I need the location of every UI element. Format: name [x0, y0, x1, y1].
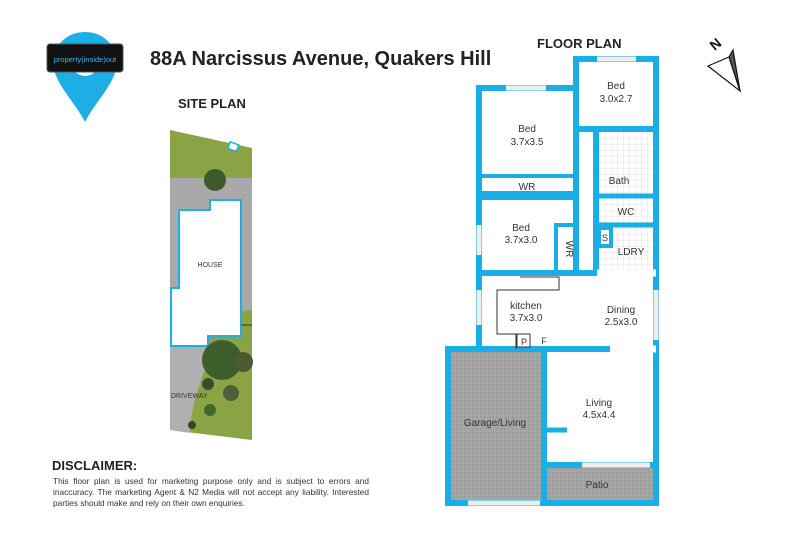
site-plan-title: SITE PLAN — [178, 96, 246, 111]
driveway-label: DRIVEWAY — [171, 393, 208, 400]
site-plan: HOUSE DRIVEWAY — [170, 130, 253, 440]
floor-plan-title: FLOOR PLAN — [537, 36, 622, 51]
room-bed-3-size: 3.0x2.7 — [600, 94, 633, 105]
page-title: 88A Narcissus Avenue, Quakers Hill — [150, 48, 492, 70]
room-bed-2-name: Bed — [512, 223, 530, 234]
brand-logo: property(inside)out — [46, 32, 124, 122]
room-dining-size: 2.5x3.0 — [605, 317, 638, 328]
room-kitchen-name: kitchen — [510, 301, 542, 312]
room-wr-2: WR — [563, 241, 574, 258]
room-garage: Garage/Living — [464, 418, 526, 429]
room-bed-1-size: 3.7x3.5 — [511, 137, 544, 148]
room-bed-2-size: 3.7x3.0 — [505, 235, 538, 246]
room-wr-1: WR — [519, 182, 536, 193]
compass-north-icon: N — [706, 35, 742, 93]
room-storage: S — [602, 233, 608, 243]
room-bath: Bath — [609, 176, 630, 187]
tree-icon — [202, 340, 242, 380]
room-pantry: P — [521, 337, 527, 347]
room-living-size: 4.5x4.4 — [583, 410, 616, 421]
room-wc: WC — [618, 207, 635, 218]
room-bed-1-name: Bed — [518, 124, 536, 135]
disclaimer-title: DISCLAIMER: — [52, 458, 138, 473]
disclaimer-text: This floor plan is used for marketing pu… — [53, 476, 369, 508]
house-label: HOUSE — [198, 262, 223, 269]
room-bed-3-name: Bed — [607, 81, 625, 92]
tree-icon — [204, 169, 226, 191]
room-laundry: LDRY — [618, 247, 645, 258]
logo-text: property(inside)out — [54, 55, 117, 64]
room-kitchen-size: 3.7x3.0 — [510, 313, 543, 324]
room-fridge: F — [541, 336, 547, 346]
room-living-name: Living — [586, 398, 612, 409]
room-patio: Patio — [586, 480, 609, 491]
room-dining-name: Dining — [607, 305, 635, 316]
